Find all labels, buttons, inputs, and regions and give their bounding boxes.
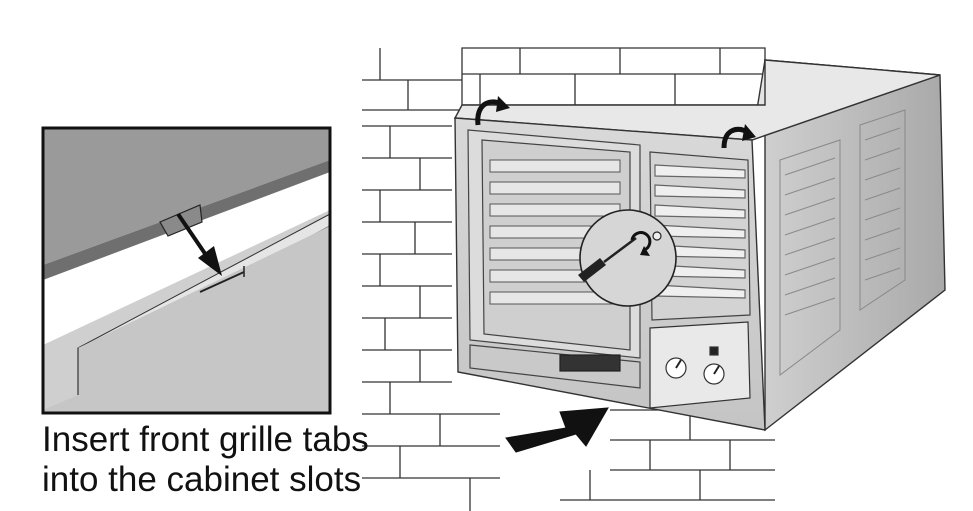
screwdriver-icon: [578, 237, 637, 282]
insertion-arrow-icon: [505, 407, 609, 453]
control-panel: [649, 321, 751, 409]
screw-detail: [578, 209, 677, 307]
front-grille-panel: [467, 129, 751, 389]
curved-arrow-icon: [742, 124, 756, 141]
rotate-arrow-icon: [630, 231, 652, 252]
brick-wall: [362, 47, 775, 511]
instruction-caption: Insert front grille tabs into the cabine…: [42, 420, 369, 500]
curved-arrow-icon: [496, 96, 510, 112]
caption-line-1: Insert front grille tabs: [42, 420, 369, 459]
inset-detail-box: [41, 126, 332, 415]
caption-line-2: into the cabinet slots: [42, 460, 362, 499]
